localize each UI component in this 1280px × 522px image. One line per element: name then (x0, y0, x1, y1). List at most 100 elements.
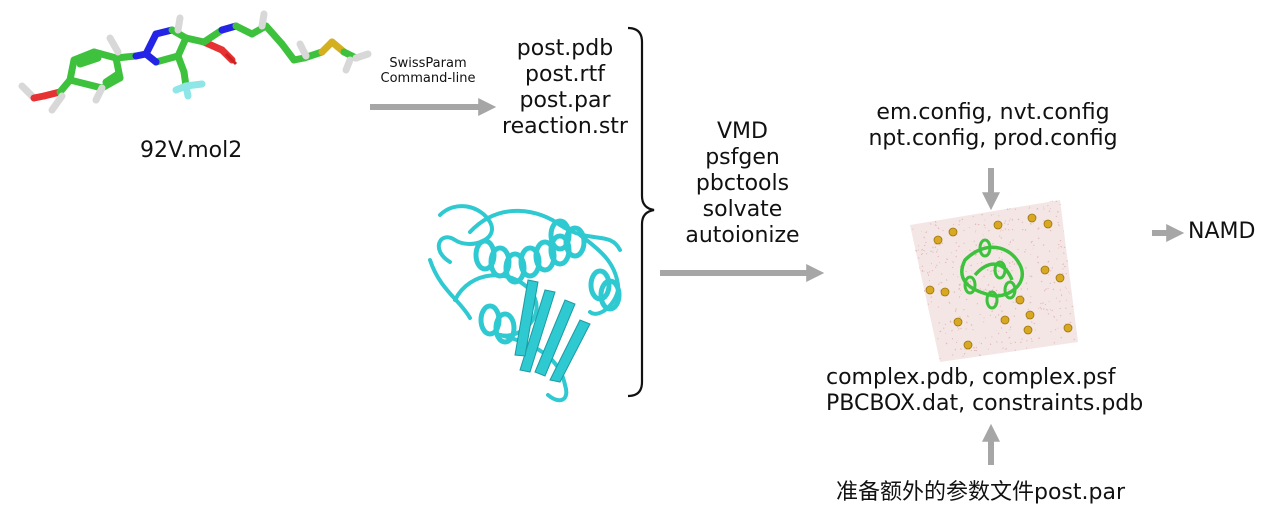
water-molecule (1063, 252, 1065, 255)
water-molecule (934, 246, 937, 249)
water-molecule (1011, 228, 1014, 231)
water-molecule (952, 261, 955, 264)
water-molecule (934, 224, 937, 227)
ion-sphere (1023, 325, 1033, 335)
solvated-protein-helix (985, 290, 999, 310)
water-molecule (941, 242, 944, 245)
config-line2: npt.config, prod.config (868, 125, 1118, 151)
water-molecule (1002, 229, 1004, 232)
water-molecule (944, 323, 947, 326)
water-molecule (969, 249, 971, 252)
water-molecule (966, 315, 969, 318)
water-molecule (1073, 338, 1075, 341)
water-molecule (970, 264, 973, 267)
water-molecule (965, 270, 967, 272)
water-molecule (955, 308, 957, 311)
protein-loop (436, 204, 494, 264)
output-file-par: post.par (519, 87, 611, 113)
water-molecule (978, 354, 981, 357)
protein-cartoon-image (428, 204, 622, 403)
ligand-bond (92, 84, 106, 104)
water-molecule (1054, 328, 1057, 331)
water-molecule (1040, 308, 1043, 310)
water-molecule (923, 249, 925, 252)
ligand-filename: 92V.mol2 (140, 138, 243, 163)
tool-item: pbctools (695, 170, 790, 196)
output-files-list: post.pdb post.rtf post.par reaction.str (495, 36, 635, 140)
protein-strand (519, 289, 556, 373)
ligand-bond (152, 52, 182, 66)
water-molecule (1059, 307, 1062, 310)
water-molecule (1008, 336, 1011, 339)
ligand-bond (352, 50, 372, 62)
water-molecule (930, 223, 932, 225)
system-line2: PBCBOX.dat, constraints.pdb (826, 390, 1144, 416)
water-molecule (993, 302, 996, 305)
water-molecule (917, 257, 920, 259)
water-molecule (970, 324, 973, 327)
ion-sphere (948, 227, 958, 237)
water-molecule (1021, 228, 1024, 231)
water-molecule (948, 301, 951, 304)
ligand-bond (70, 48, 98, 64)
ion-sphere (1027, 213, 1037, 223)
water-molecule (1036, 207, 1039, 210)
ligand-bond (262, 22, 286, 48)
water-molecule (1059, 289, 1061, 291)
water-molecule (1005, 348, 1008, 350)
water-molecule (998, 257, 1001, 259)
water-molecule (965, 321, 968, 324)
water-molecule (991, 242, 994, 245)
solvated-protein-helix (993, 260, 1007, 280)
water-molecule (1036, 255, 1039, 259)
water-molecule (1048, 250, 1051, 252)
protein-loop (428, 258, 472, 320)
water-molecule (1053, 342, 1056, 344)
ligand-bond (182, 82, 192, 100)
water-molecule (1006, 208, 1009, 211)
water-molecule (1069, 312, 1072, 315)
water-molecule (1003, 222, 1006, 224)
water-molecule (1042, 302, 1044, 304)
water-molecule (937, 227, 940, 230)
water-molecule (1040, 280, 1043, 283)
water-molecule (974, 223, 977, 226)
ion-sphere (933, 235, 943, 245)
water-molecule (956, 326, 959, 328)
ion-sphere (993, 220, 1003, 230)
water-molecule (960, 327, 962, 330)
water-molecule (923, 236, 926, 239)
ligand-bond (90, 48, 120, 62)
water-molecule (1006, 267, 1009, 269)
water-molecule (974, 254, 977, 256)
water-molecule (1039, 306, 1042, 309)
water-molecule (958, 284, 961, 286)
water-molecule (945, 279, 948, 281)
ligand-bond (342, 56, 354, 74)
water-molecule (1056, 210, 1059, 213)
water-molecule (1004, 228, 1007, 230)
swissparam-line2: Command-line (380, 71, 476, 87)
protein-strand (534, 299, 576, 377)
water-molecule (997, 313, 1000, 316)
water-molecule (953, 291, 956, 293)
water-molecule (1017, 218, 1020, 221)
ligand-molecule-image (18, 10, 372, 114)
water-molecule (1001, 310, 1003, 313)
water-molecule (965, 298, 968, 301)
ion-sphere (1040, 265, 1050, 275)
water-molecule (1025, 282, 1028, 284)
ion-sphere (1043, 219, 1053, 229)
water-molecule (915, 249, 918, 252)
water-molecule (989, 343, 992, 346)
water-molecule (951, 337, 954, 340)
water-molecule (1016, 263, 1018, 265)
water-molecule (925, 231, 928, 234)
water-molecule (1051, 200, 1053, 202)
ion-sphere (1025, 310, 1035, 320)
ligand-bond (76, 54, 102, 68)
water-molecule (921, 248, 923, 251)
water-molecule (958, 224, 960, 226)
water-molecule (963, 352, 966, 355)
